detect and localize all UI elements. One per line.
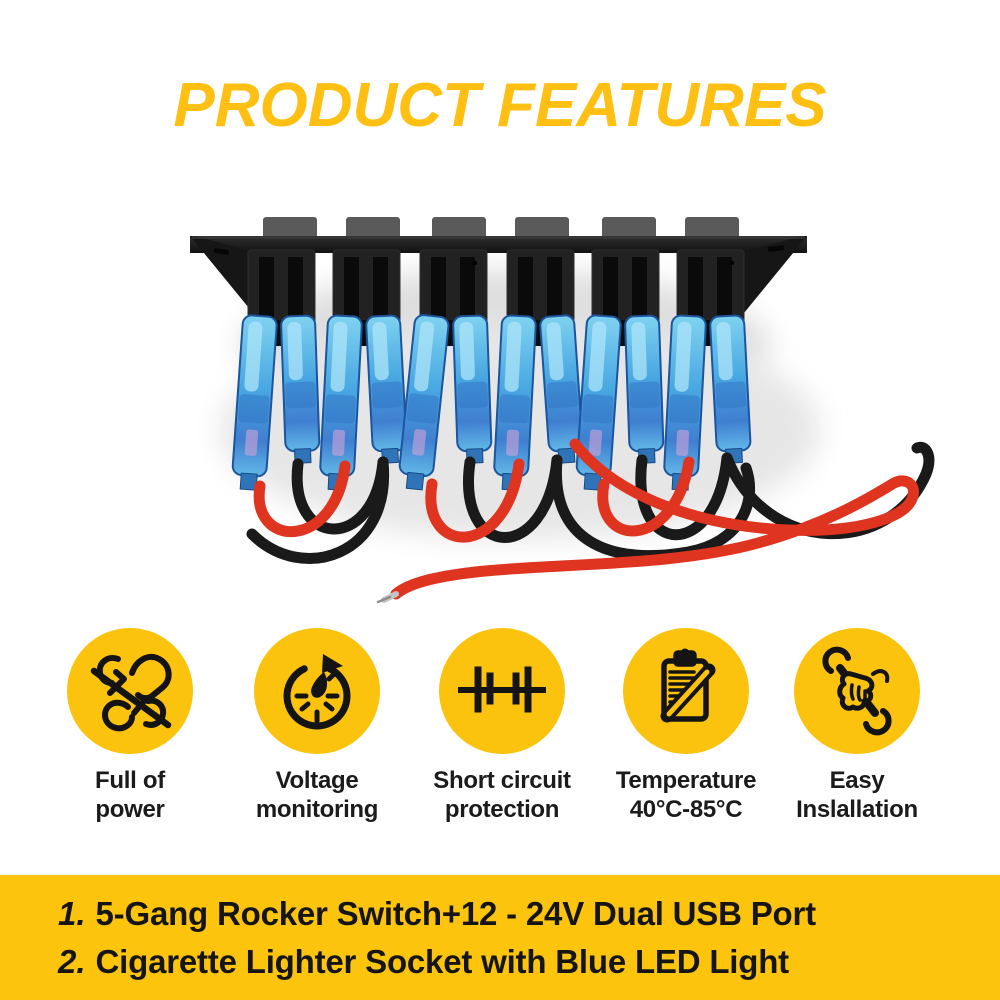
switch-panel-plate <box>190 236 807 313</box>
banner-item: 2. Cigarette Lighter Socket with Blue LE… <box>58 943 1000 981</box>
features-banner: 1. 5-Gang Rocker Switch+12 - 24V Dual US… <box>0 875 1000 1000</box>
banner-item-text: Cigarette Lighter Socket with Blue LED L… <box>95 943 790 980</box>
short-circuit-icon <box>439 628 565 754</box>
wires <box>246 438 935 604</box>
banner-item-number: 1. <box>58 895 86 932</box>
temperature-clipboard-icon <box>623 628 749 754</box>
page-title: PRODUCT FEATURES <box>173 71 827 140</box>
power-icon <box>67 628 193 754</box>
banner-item-number: 2. <box>58 943 86 980</box>
mounting-tabs <box>263 217 739 239</box>
easy-installation-wrench-icon <box>794 628 920 754</box>
banner-item-text: 5-Gang Rocker Switch+12 - 24V Dual USB P… <box>95 895 817 932</box>
product-photo <box>190 217 935 604</box>
voltage-gauge-icon <box>254 628 380 754</box>
banner-item: 1. 5-Gang Rocker Switch+12 - 24V Dual US… <box>58 895 1000 933</box>
